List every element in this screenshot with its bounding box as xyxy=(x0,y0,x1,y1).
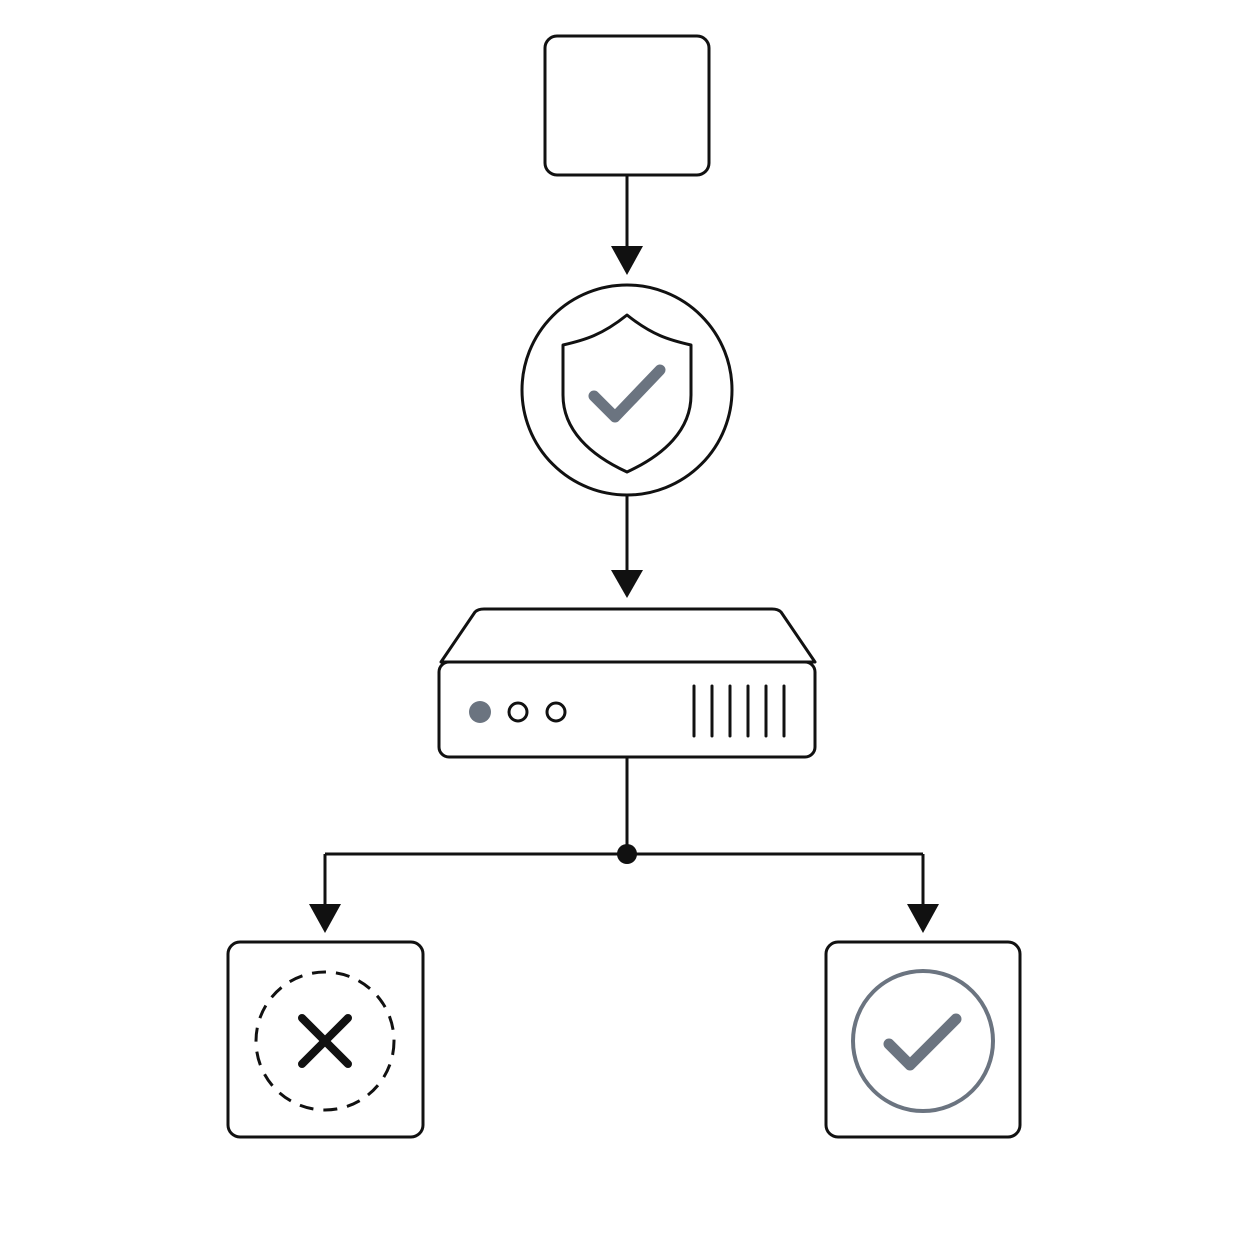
edge-source-to-security xyxy=(611,175,643,275)
security-check-node xyxy=(520,283,734,497)
shield-icon xyxy=(561,313,693,474)
checkmark-icon xyxy=(883,1013,962,1071)
edge-server-to-accepted xyxy=(907,854,939,933)
server-vent xyxy=(692,684,786,738)
edge-server-to-rejected xyxy=(309,854,341,933)
x-icon xyxy=(298,1014,352,1068)
rejected-node xyxy=(226,940,425,1139)
check-circle-icon xyxy=(851,969,995,1113)
server-body xyxy=(437,660,817,759)
checkmark-icon xyxy=(588,364,666,423)
server-status-light xyxy=(545,701,567,723)
edge-security-to-server xyxy=(611,495,643,598)
accepted-node xyxy=(824,940,1022,1139)
source-box xyxy=(543,34,711,177)
server-status-light xyxy=(507,701,529,723)
dashed-circle xyxy=(254,970,396,1112)
server-top xyxy=(439,607,817,664)
edge-server-branch xyxy=(325,757,923,864)
server-icon xyxy=(437,607,817,759)
server-status-light-active xyxy=(469,701,491,723)
junction-dot xyxy=(617,844,637,864)
